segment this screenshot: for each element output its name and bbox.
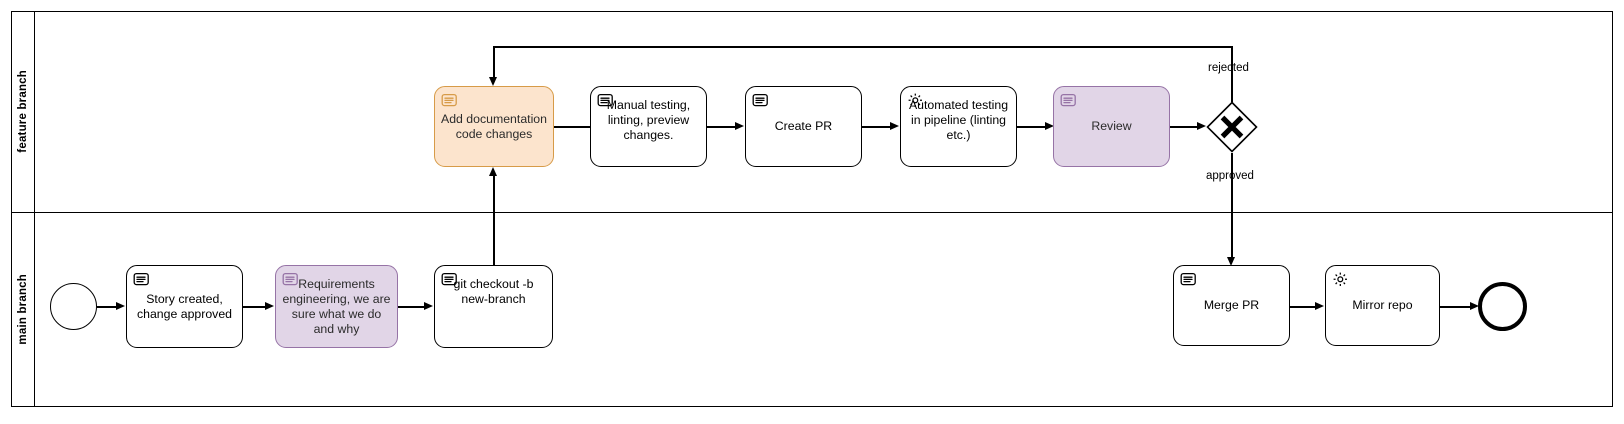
task-automated-testing-label: Automated testing in pipeline (linting e…: [908, 98, 1009, 142]
task-review[interactable]: Review: [1053, 86, 1170, 167]
lane-divider: [11, 212, 1613, 213]
process-pool: [11, 11, 1613, 407]
task-merge-pr-label: Merge PR: [1203, 298, 1260, 312]
task-automated-testing[interactable]: Automated testing in pipeline (linting e…: [900, 86, 1017, 167]
flow-gateway-to-add-documentation-arrowhead: [489, 77, 497, 86]
task-story-created[interactable]: Story created, change approved: [126, 265, 243, 348]
flow-merge-pr-to-mirror-repo: [1290, 306, 1316, 308]
lane-label-main-branch: main branch: [11, 212, 35, 407]
flow-start-to-story-created: [97, 306, 117, 308]
flow-git-checkout-to-add-documentation: [493, 176, 495, 272]
task-requirements-engineering[interactable]: Requirements engineering, we are sure wh…: [275, 265, 398, 348]
flow-gateway-to-add-documentation-segment-down: [493, 46, 495, 78]
manual-task-icon: [752, 92, 770, 110]
flow-story-created-to-requirements: [243, 306, 266, 308]
flow-story-created-to-requirements-arrowhead: [265, 302, 274, 310]
task-merge-pr[interactable]: Merge PR: [1173, 265, 1290, 346]
flow-mirror-repo-to-end-event-arrowhead: [1470, 302, 1479, 310]
lane-label-main-branch-text: main branch: [16, 274, 29, 345]
task-git-checkout-label: git checkout -b new-branch: [453, 277, 534, 306]
flow-gateway-to-add-documentation-segment-up: [1231, 46, 1233, 102]
flow-gateway-to-merge-pr: [1231, 153, 1233, 258]
manual-task-icon: [441, 92, 459, 110]
manual-task-icon: [133, 271, 151, 289]
flow-review-to-gateway: [1170, 126, 1198, 128]
task-mirror-repo-label: Mirror repo: [1352, 298, 1413, 312]
task-story-created-label: Story created, change approved: [136, 291, 233, 321]
flow-gateway-to-add-documentation-segment-left: [493, 46, 1233, 48]
flow-mirror-repo-to-end-event: [1440, 306, 1471, 308]
flow-create-pr-to-automated-testing: [862, 126, 891, 128]
flow-start-to-story-created-arrowhead: [116, 302, 125, 310]
end-event[interactable]: [1478, 282, 1527, 331]
flow-automated-testing-to-review: [1017, 126, 1046, 128]
start-event[interactable]: [50, 283, 97, 330]
flow-label-rejected: rejected: [1208, 62, 1249, 74]
task-add-documentation-code-changes-label: Add documentation code changes: [441, 111, 547, 141]
service-task-icon: [1332, 271, 1350, 289]
flow-merge-pr-to-mirror-repo-arrowhead: [1315, 302, 1324, 310]
task-mirror-repo[interactable]: Mirror repo: [1325, 265, 1440, 346]
task-manual-testing[interactable]: Manual testing, linting, preview changes…: [590, 86, 707, 167]
manual-task-icon: [1060, 92, 1078, 110]
lane-label-feature-branch-text: feature branch: [16, 70, 29, 153]
task-create-pr[interactable]: Create PR: [745, 86, 862, 167]
flow-label-approved: approved: [1206, 170, 1254, 182]
flow-gateway-to-merge-pr-arrowhead: [1227, 257, 1235, 266]
flow-git-checkout-to-add-documentation-arrowhead: [489, 167, 497, 176]
flow-review-to-gateway-arrowhead: [1197, 122, 1206, 130]
task-create-pr-label: Create PR: [774, 119, 833, 133]
lane-label-feature-branch: feature branch: [11, 11, 35, 212]
flow-automated-testing-to-review-arrowhead: [1045, 122, 1054, 130]
manual-task-icon: [1180, 271, 1198, 289]
flow-manual-testing-to-create-pr: [707, 126, 736, 128]
flow-requirements-to-git-checkout-arrowhead: [424, 302, 433, 310]
task-add-documentation-code-changes[interactable]: Add documentation code changes: [434, 86, 554, 167]
task-review-label: Review: [1091, 119, 1132, 133]
task-git-checkout[interactable]: git checkout -b new-branch: [434, 265, 553, 348]
flow-manual-testing-to-create-pr-arrowhead: [735, 122, 744, 130]
task-manual-testing-label: Manual testing, linting, preview changes…: [606, 98, 691, 142]
flow-requirements-to-git-checkout: [398, 306, 425, 308]
flow-create-pr-to-automated-testing-arrowhead: [890, 122, 899, 130]
flow-add-documentation-to-manual-testing: [554, 126, 590, 128]
task-requirements-engineering-label: Requirements engineering, we are sure wh…: [282, 277, 391, 336]
exclusive-gateway[interactable]: [1206, 101, 1258, 153]
